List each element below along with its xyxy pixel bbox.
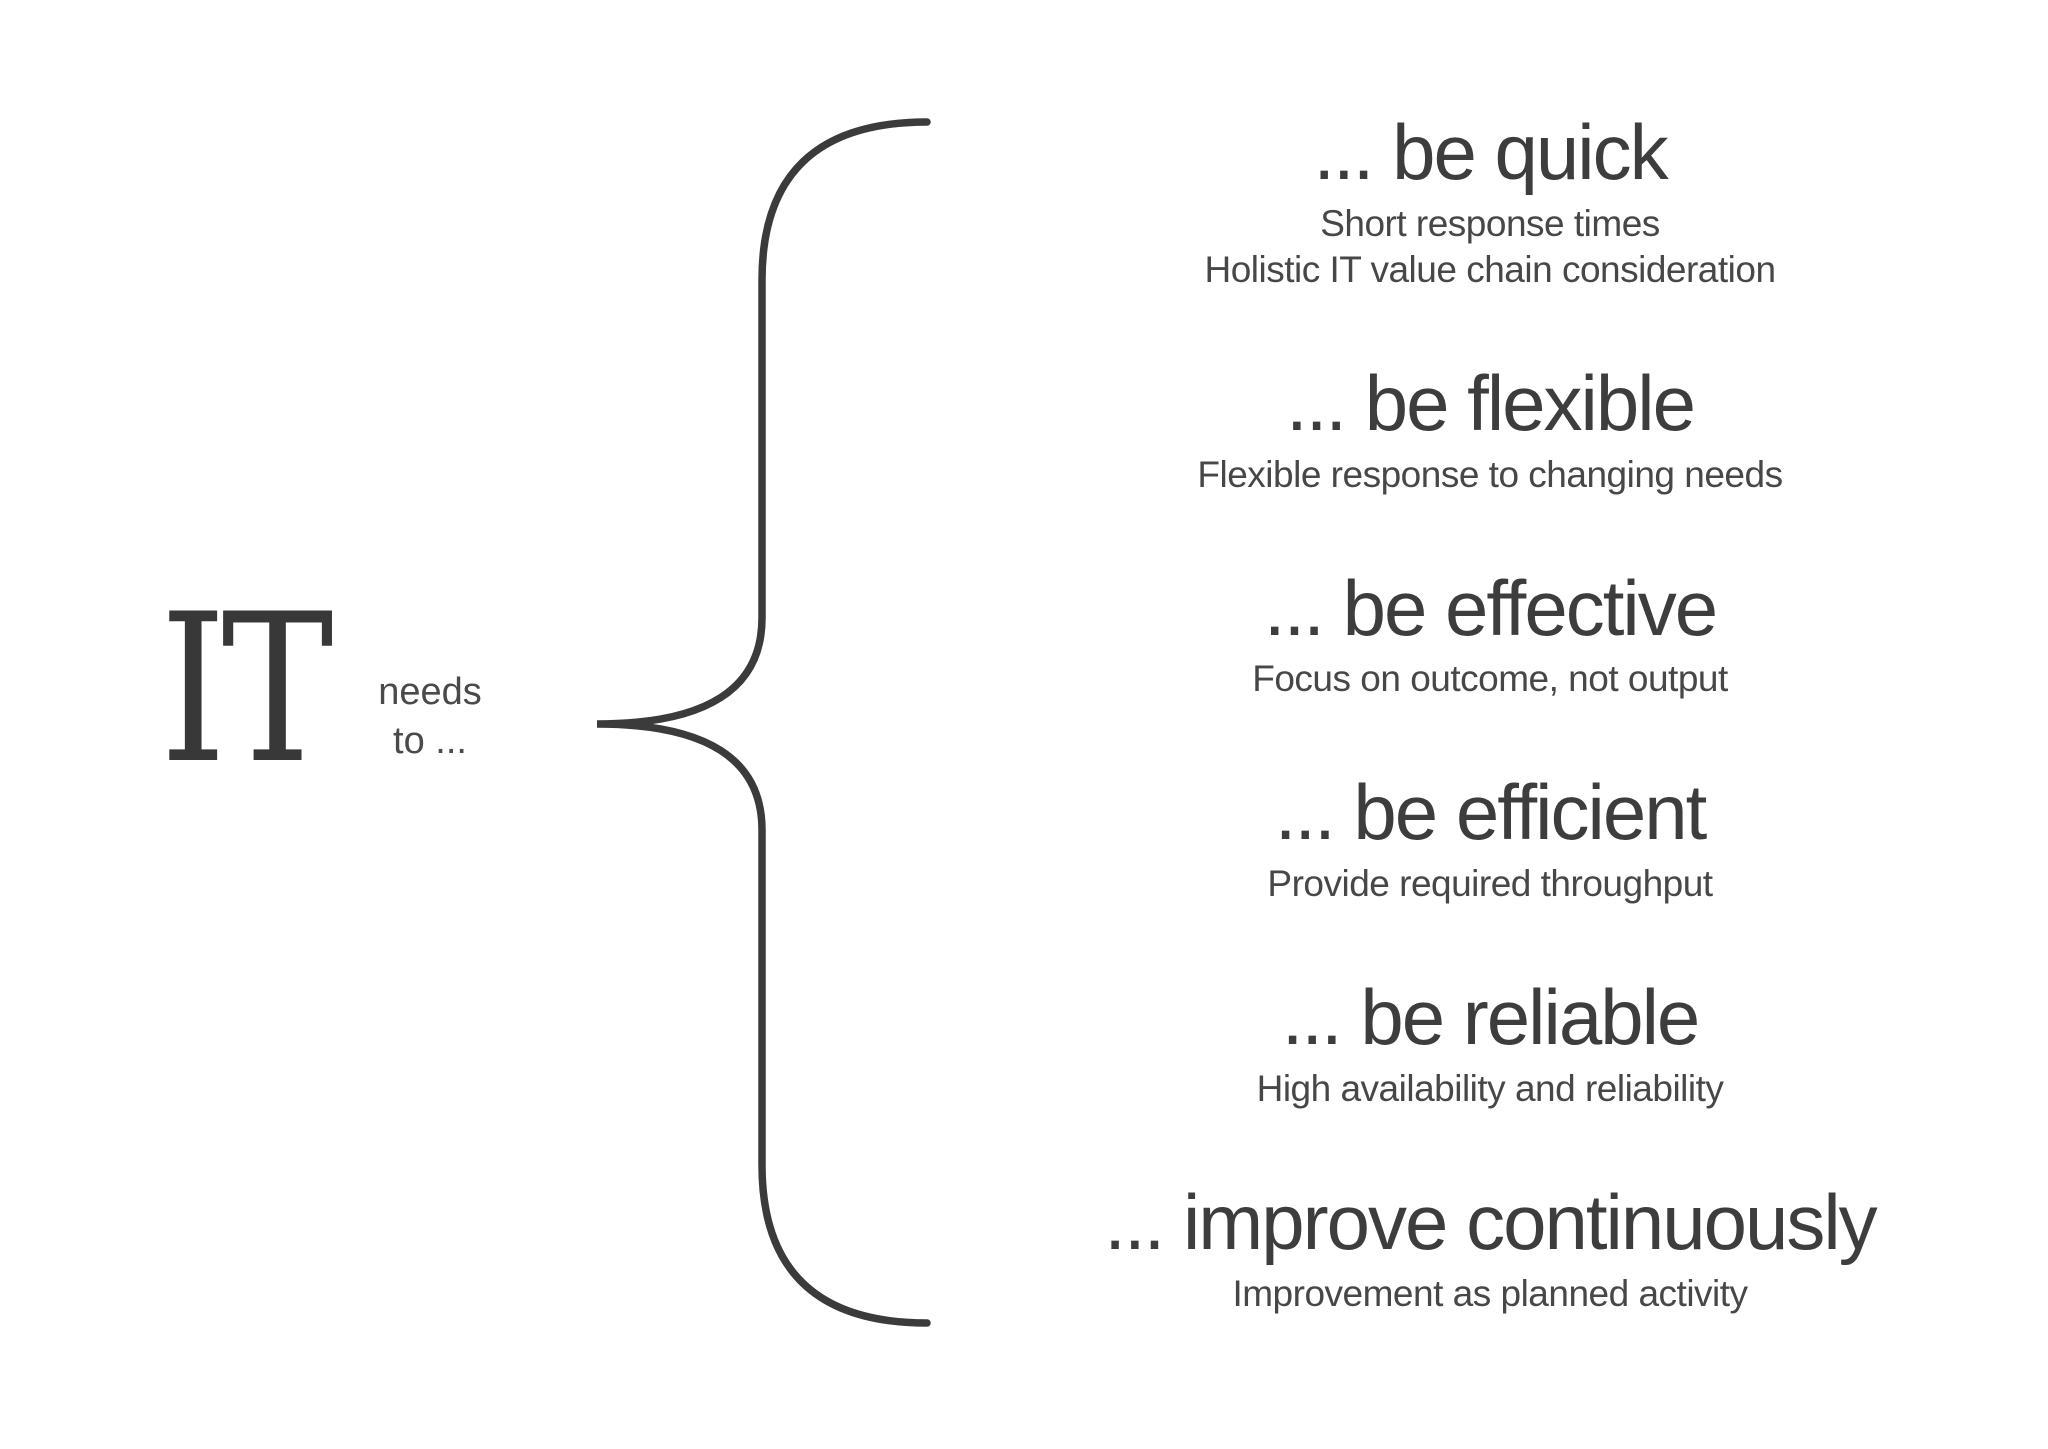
item-heading: ... be flexible: [1286, 358, 1696, 447]
item-heading: ... improve continuously: [1104, 1177, 1877, 1266]
item-heading: ... be efficient: [1274, 768, 1708, 857]
requirements-list: ... be quick Short response times Holist…: [1010, 105, 1970, 1317]
list-item-be-effective: ... be effective Focus on outcome, not o…: [1010, 561, 1970, 703]
item-heading: ... be quick: [1313, 108, 1668, 196]
item-details: Flexible response to changing needs: [1197, 453, 1783, 495]
item-details: Provide required throughput: [1267, 863, 1713, 905]
item-heading: ... be reliable: [1281, 973, 1701, 1062]
list-item-be-quick: ... be quick Short response times Holist…: [1010, 105, 1970, 293]
item-details: Improvement as planned activity: [1232, 1272, 1748, 1314]
curly-brace-icon: [596, 118, 931, 1327]
item-details: Short response times Holistic IT value c…: [1204, 202, 1776, 290]
list-item-be-reliable: ... be reliable High availability and re…: [1010, 970, 1970, 1112]
item-details: Focus on outcome, not output: [1252, 658, 1728, 700]
needs-to-label: needs to ...: [378, 671, 482, 762]
curly-brace-path: [596, 118, 931, 1327]
list-item-be-efficient: ... be efficient Provide required throug…: [1010, 765, 1970, 907]
item-heading: ... be effective: [1263, 563, 1718, 652]
list-item-be-flexible: ... be flexible Flexible response to cha…: [1010, 356, 1970, 498]
it-title: IT: [160, 571, 334, 809]
item-details: High availability and reliability: [1256, 1068, 1724, 1110]
list-item-improve-continuously: ... improve continuously Improvement as …: [1010, 1175, 1970, 1317]
